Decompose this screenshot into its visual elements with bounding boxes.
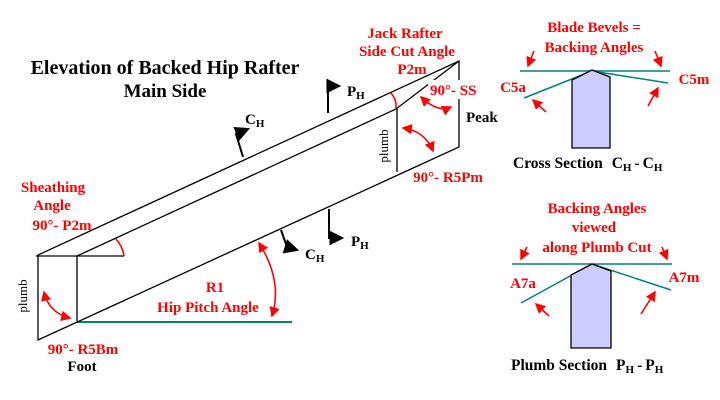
caption-text: Cross Section	[513, 155, 603, 172]
section-marker-ch-top	[233, 126, 251, 158]
section-marker-ph-top	[326, 78, 342, 113]
rafter-plumb-section-shape	[570, 263, 612, 349]
jack-side-cut-angle-arc	[390, 92, 397, 109]
foot-plumb-angle-arc	[40, 290, 72, 322]
caption-ref-sub: H	[623, 162, 632, 174]
cross-pointer-top-right	[652, 50, 663, 68]
plumb-pointer-bottom-right	[640, 290, 656, 315]
hip-pitch-angle-arc	[258, 241, 280, 318]
plumb-pointer-bottom-left	[534, 302, 550, 317]
elevation-black-labels: Elevation of Backed Hip Rafter Main Side…	[15, 57, 498, 375]
a7m-label: A7m	[669, 270, 700, 286]
section-label-ch-top: CH	[245, 112, 265, 130]
jack-rafter-label-3: P2m	[397, 62, 427, 78]
cross-section-shape-outline	[571, 69, 611, 149]
peak-label: Peak	[466, 110, 498, 126]
section-label-ph-bottom: PH	[351, 234, 369, 252]
caption-ref: P	[645, 357, 655, 374]
backing-angles-label-2: viewed	[572, 220, 617, 236]
rafter-cross-section-shape	[571, 69, 611, 149]
plumb-section-red-labels: Backing Angles viewed along Plumb Cut A7…	[510, 201, 700, 292]
section-letter: P	[351, 234, 360, 250]
sheathing-angle-label-3: 90°- P2m	[33, 218, 92, 234]
caption-separator: -	[634, 155, 639, 172]
section-letter: P	[347, 84, 356, 100]
cross-section-red-labels: Blade Bevels = Backing Angles C5a C5m	[500, 20, 710, 96]
sheathing-angle-arc	[115, 238, 125, 257]
backing-angles-label-1: Backing Angles	[548, 201, 647, 217]
backing-angles-label-3: along Plumb Cut	[542, 240, 651, 256]
angle-arcs	[40, 92, 453, 322]
jack-rafter-label-2: Side Cut Angle	[359, 44, 455, 60]
side-cut-ss-angle-arc	[419, 95, 453, 116]
cross-section-shape-fill	[571, 69, 611, 149]
plumb-label-foot: plumb	[15, 279, 30, 312]
caption-ref: C	[612, 155, 623, 172]
section-letter: C	[305, 247, 316, 263]
plumb-section-panel: Backing Angles viewed along Plumb Cut A7…	[510, 201, 700, 376]
label-knockout	[428, 80, 486, 99]
far-top-edge-and-side-cut	[76, 60, 460, 257]
cross-section-arrows	[526, 50, 663, 113]
plumb-section-shape-outline	[570, 263, 612, 349]
section-marker-ph-bottom	[328, 209, 345, 246]
cross-pointer-bottom-left	[531, 98, 547, 113]
plumb-section-arrows	[520, 246, 669, 317]
section-letter: C	[245, 112, 256, 128]
a7a-label: A7a	[510, 276, 536, 292]
pitch-ref-label: R1	[206, 280, 224, 296]
plumb-section-shape-fill	[570, 263, 612, 349]
section-marker-ch-bottom	[280, 229, 300, 254]
caption-ref-sub: H	[626, 364, 635, 376]
sheathing-angle-label-1: Sheathing	[21, 180, 86, 196]
caption-ref: C	[643, 155, 654, 172]
foot-plumb-angle-label: 90°- R5Bm	[48, 342, 119, 358]
foot-label: Foot	[67, 359, 96, 375]
jack-rafter-label-1: Jack Rafter	[367, 26, 443, 42]
beam-side-face	[37, 59, 460, 342]
caption-text: Plumb Section	[511, 357, 607, 374]
blade-bevels-label-2: Backing Angles	[545, 40, 644, 56]
caption-ref: P	[616, 357, 626, 374]
plumb-label-peak: plumb	[376, 129, 391, 162]
section-markers	[233, 78, 345, 254]
hip-pitch-angle-label: Hip Pitch Angle	[157, 300, 259, 316]
plumb-pointer-top-right	[658, 246, 669, 261]
elevation-red-labels: Sheathing Angle 90°- P2m Jack Rafter Sid…	[21, 26, 483, 358]
c5m-label: C5m	[679, 72, 710, 88]
c5a-label: C5a	[500, 80, 526, 96]
section-subscript: H	[256, 118, 265, 130]
caption-ref-sub: H	[655, 364, 664, 376]
page-subtitle: Main Side	[124, 81, 207, 102]
peak-plumb-angle-label: 90°- R5Pm	[413, 170, 483, 186]
section-label-ph-top: PH	[347, 84, 365, 102]
caption-separator: -	[637, 357, 642, 374]
blade-bevels-label-1: Blade Bevels =	[547, 20, 641, 36]
section-subscript: H	[360, 240, 369, 252]
sheathing-angle-label-2: Angle	[33, 198, 71, 214]
ss-angle-label: 90°- SS	[430, 83, 476, 99]
page-title: Elevation of Backed Hip Rafter	[31, 57, 300, 79]
section-label-ch-bottom: CH	[305, 247, 325, 265]
cross-right-bevel-line	[591, 70, 669, 84]
section-subscript: H	[316, 253, 325, 265]
cross-pointer-top-left	[526, 50, 537, 68]
cross-pointer-bottom-right	[647, 86, 659, 107]
plumb-pointer-top-left	[520, 246, 530, 261]
rafter-elevation: Elevation of Backed Hip Rafter Main Side…	[15, 26, 498, 375]
caption-ref-sub: H	[654, 162, 663, 174]
peak-plumb-angle-arc	[401, 124, 435, 153]
section-subscript: H	[356, 90, 365, 102]
cross-section-panel: Blade Bevels = Backing Angles C5a C5m Cr…	[500, 20, 710, 174]
beam-linework	[36, 59, 460, 342]
